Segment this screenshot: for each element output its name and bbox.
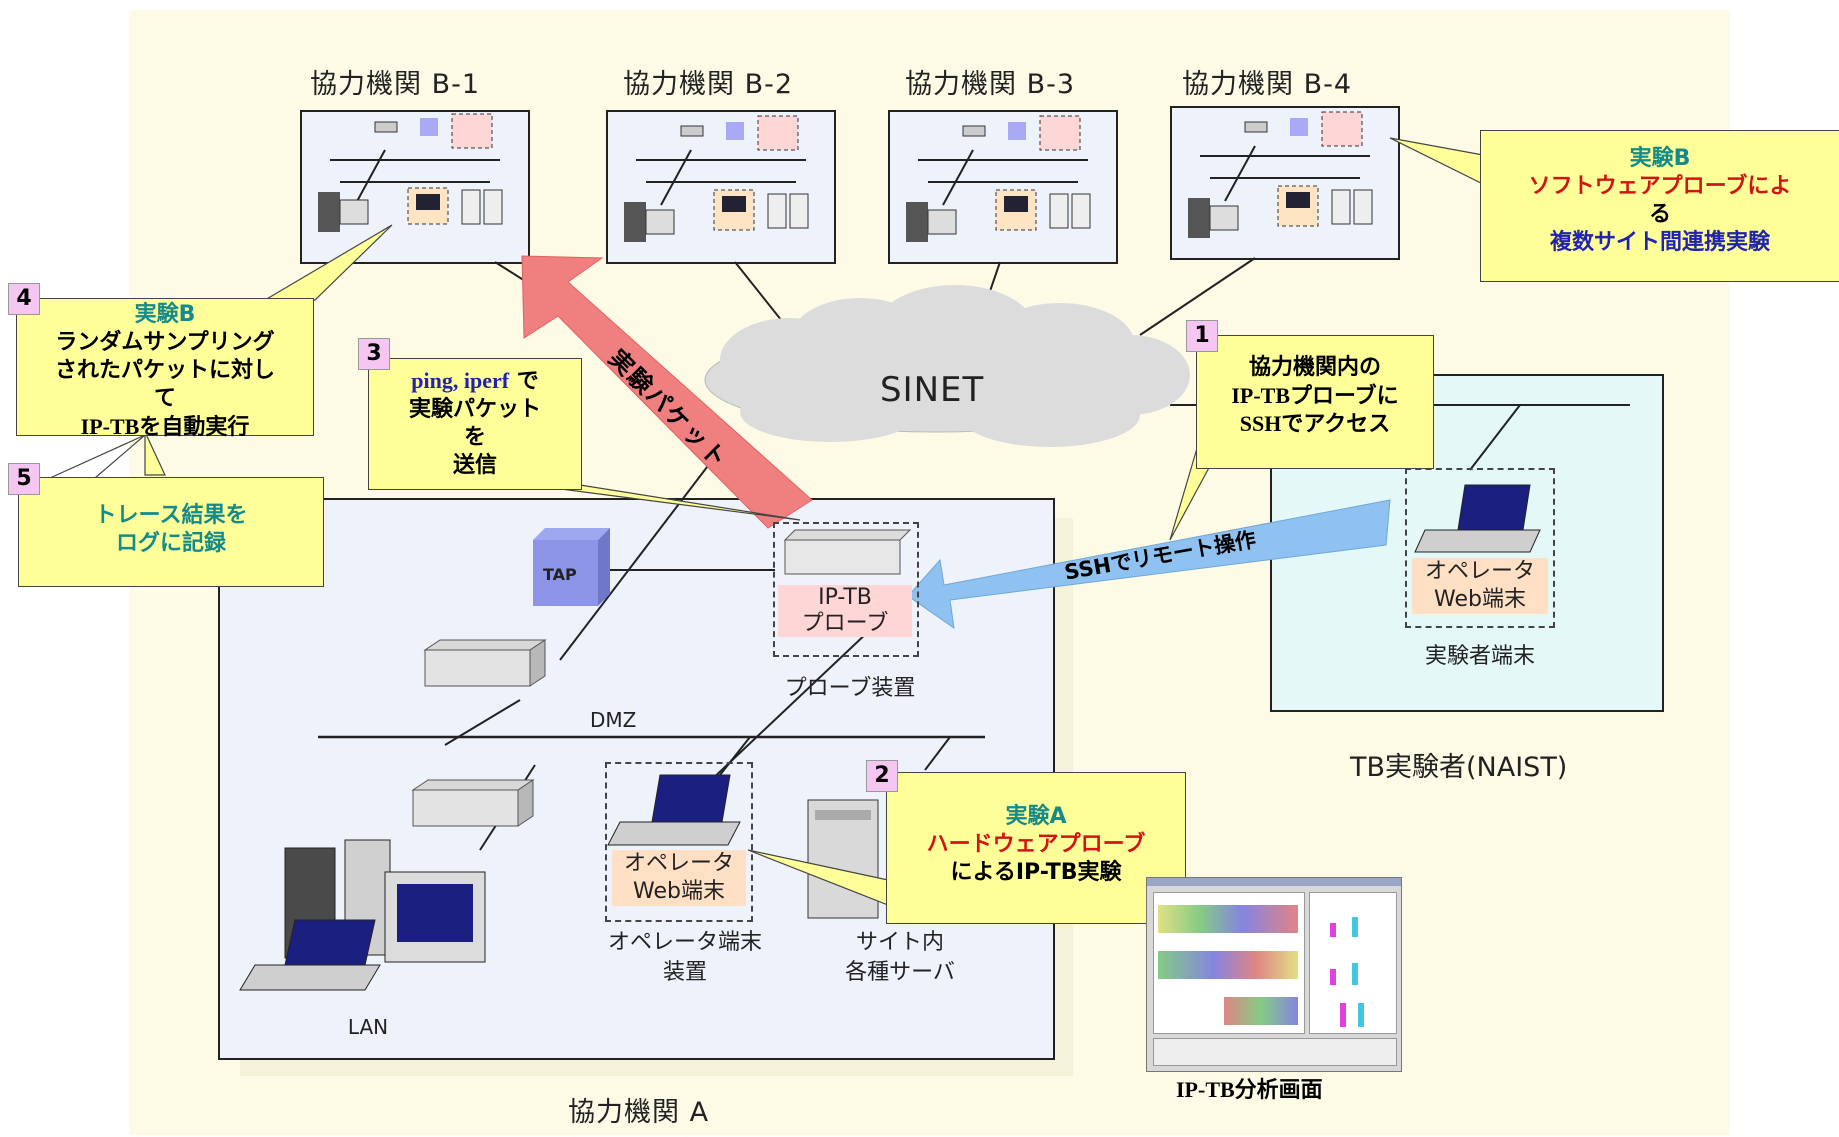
tap-device — [533, 528, 610, 606]
callout-2-line3: によるIP-TB実験 — [950, 860, 1122, 885]
probe-device-body — [783, 529, 912, 575]
callout-1-line2: IP-TBプローブに — [1231, 383, 1399, 408]
callout-1: 協力機関内の IP-TBプローブに SSHでアクセス — [1196, 335, 1434, 469]
screenshot-bar-panel — [1309, 892, 1397, 1034]
tap-label: TAP — [543, 565, 577, 584]
callout-3: ping, iperf で 実験パケット を 送信 — [368, 358, 582, 490]
badge-5: 5 — [8, 463, 40, 495]
operator-laptop — [607, 774, 741, 846]
switch-lan — [411, 779, 535, 827]
screenshot-log-panel — [1153, 1038, 1397, 1066]
callout-3-line4: 送信 — [452, 453, 497, 478]
badge-3: 3 — [358, 338, 390, 370]
operator-caption-line1: オペレータ端末 — [607, 930, 762, 955]
probe-label: IP-TB プローブ — [778, 585, 912, 637]
operator-label-line2: Web端末 — [633, 879, 725, 904]
dmz-label: DMZ — [590, 708, 637, 732]
site-b3-title: 協力機関 B-3 — [905, 69, 1076, 100]
site-b1-box — [300, 110, 530, 264]
callout-b-top-line3: る — [1648, 202, 1671, 227]
site-b4-title: 協力機関 B-4 — [1182, 69, 1353, 100]
naist-laptop — [1414, 484, 1541, 553]
callout-3-tools-suffix: で — [509, 369, 539, 394]
operator-caption-line2: 装置 — [662, 960, 707, 985]
callout-3-line2: 実験パケット — [408, 397, 541, 422]
switch-dmz — [423, 639, 547, 687]
sinet-cloud — [704, 285, 1190, 447]
callout-experiment-b-top: 実験B ソフトウェアプローブによ る 複数サイト間連携実験 — [1480, 130, 1839, 282]
callout-4-line3: されたパケットに対し — [54, 358, 275, 383]
callout-3-line3: を — [463, 425, 486, 450]
naist-terminal-caption: 実験者端末 — [1424, 644, 1535, 669]
callout-4-line1: 実験B — [134, 302, 196, 327]
site-b2-title: 協力機関 B-2 — [623, 69, 794, 100]
callout-1-line1: 協力機関内の — [1248, 355, 1381, 380]
callout-4-line5: IP-TBを自動実行 — [80, 414, 250, 439]
naist-operator-line1: オペレータ — [1424, 559, 1535, 584]
callout-3-tools: ping, iperf — [411, 368, 510, 393]
callout-2: 実験A ハードウェアプローブ によるIP-TB実験 — [886, 772, 1186, 924]
callout-4-line4: て — [153, 386, 176, 411]
naist-title: TB実験者(NAIST) — [1350, 752, 1568, 783]
badge-2: 2 — [866, 760, 898, 792]
site-servers — [807, 799, 879, 919]
callout-4-line2: ランダムサンプリング — [55, 330, 275, 355]
site-b-internals — [318, 111, 1373, 242]
operator-label: オペレータ Web端末 — [612, 850, 746, 906]
naist-operator-label: オペレータ Web端末 — [1412, 558, 1548, 614]
probe-label-line2: プローブ — [801, 611, 889, 636]
screenshot-titlebar — [1147, 878, 1401, 886]
server-caption-line2: 各種サーバ — [845, 960, 955, 985]
callout-5-line1: トレース結果を — [94, 503, 248, 528]
operator-label-line1: オペレータ — [623, 851, 734, 876]
server-caption-line1: サイト内 — [855, 930, 944, 955]
operator-terminal-frame — [605, 762, 753, 922]
callout-2-line1: 実験A — [1005, 804, 1067, 829]
probe-label-line1: IP-TB — [818, 585, 872, 610]
naist-terminal-frame — [1405, 468, 1555, 628]
ssh-remote-arrow — [907, 499, 1391, 630]
callout-2-line2: ハードウェアプローブ — [926, 832, 1146, 857]
experiment-packet-arrow — [521, 255, 813, 529]
operator-caption: オペレータ端末 装置 — [595, 928, 775, 988]
server-caption: サイト内 各種サーバ — [820, 928, 980, 988]
callout-5: トレース結果を ログに記録 — [18, 477, 324, 587]
sinet-label: SINET — [880, 370, 985, 410]
probe-device-frame — [773, 522, 919, 657]
callout-1-line3: SSHでアクセス — [1239, 411, 1391, 436]
lan-equipment — [239, 839, 486, 991]
site-a-title: 協力機関 A — [568, 1097, 710, 1128]
probe-caption: プローブ装置 — [784, 676, 916, 701]
callout-b-top-line4: 複数サイト間連携実験 — [1549, 230, 1770, 255]
badge-4: 4 — [8, 283, 40, 315]
site-b1-title: 協力機関 B-1 — [310, 69, 481, 100]
analysis-screenshot — [1146, 877, 1402, 1072]
callout-3-line1: ping, iperf で — [369, 367, 581, 396]
screenshot-timeseries-panel — [1153, 892, 1305, 1034]
callout-4: 実験B ランダムサンプリング されたパケットに対し て IP-TBを自動実行 — [16, 298, 314, 439]
naist-operator-line2: Web端末 — [1434, 587, 1526, 612]
callout-b-top-line1: 実験B — [1629, 146, 1691, 171]
badge-1: 1 — [1186, 320, 1218, 352]
lan-label: LAN — [347, 1015, 389, 1039]
callout-5-line2: ログに記録 — [115, 531, 226, 556]
callout-b-top-line2: ソフトウェアプローブによ — [1528, 174, 1792, 199]
analysis-screenshot-caption: IP-TB分析画面 — [1176, 1077, 1323, 1102]
